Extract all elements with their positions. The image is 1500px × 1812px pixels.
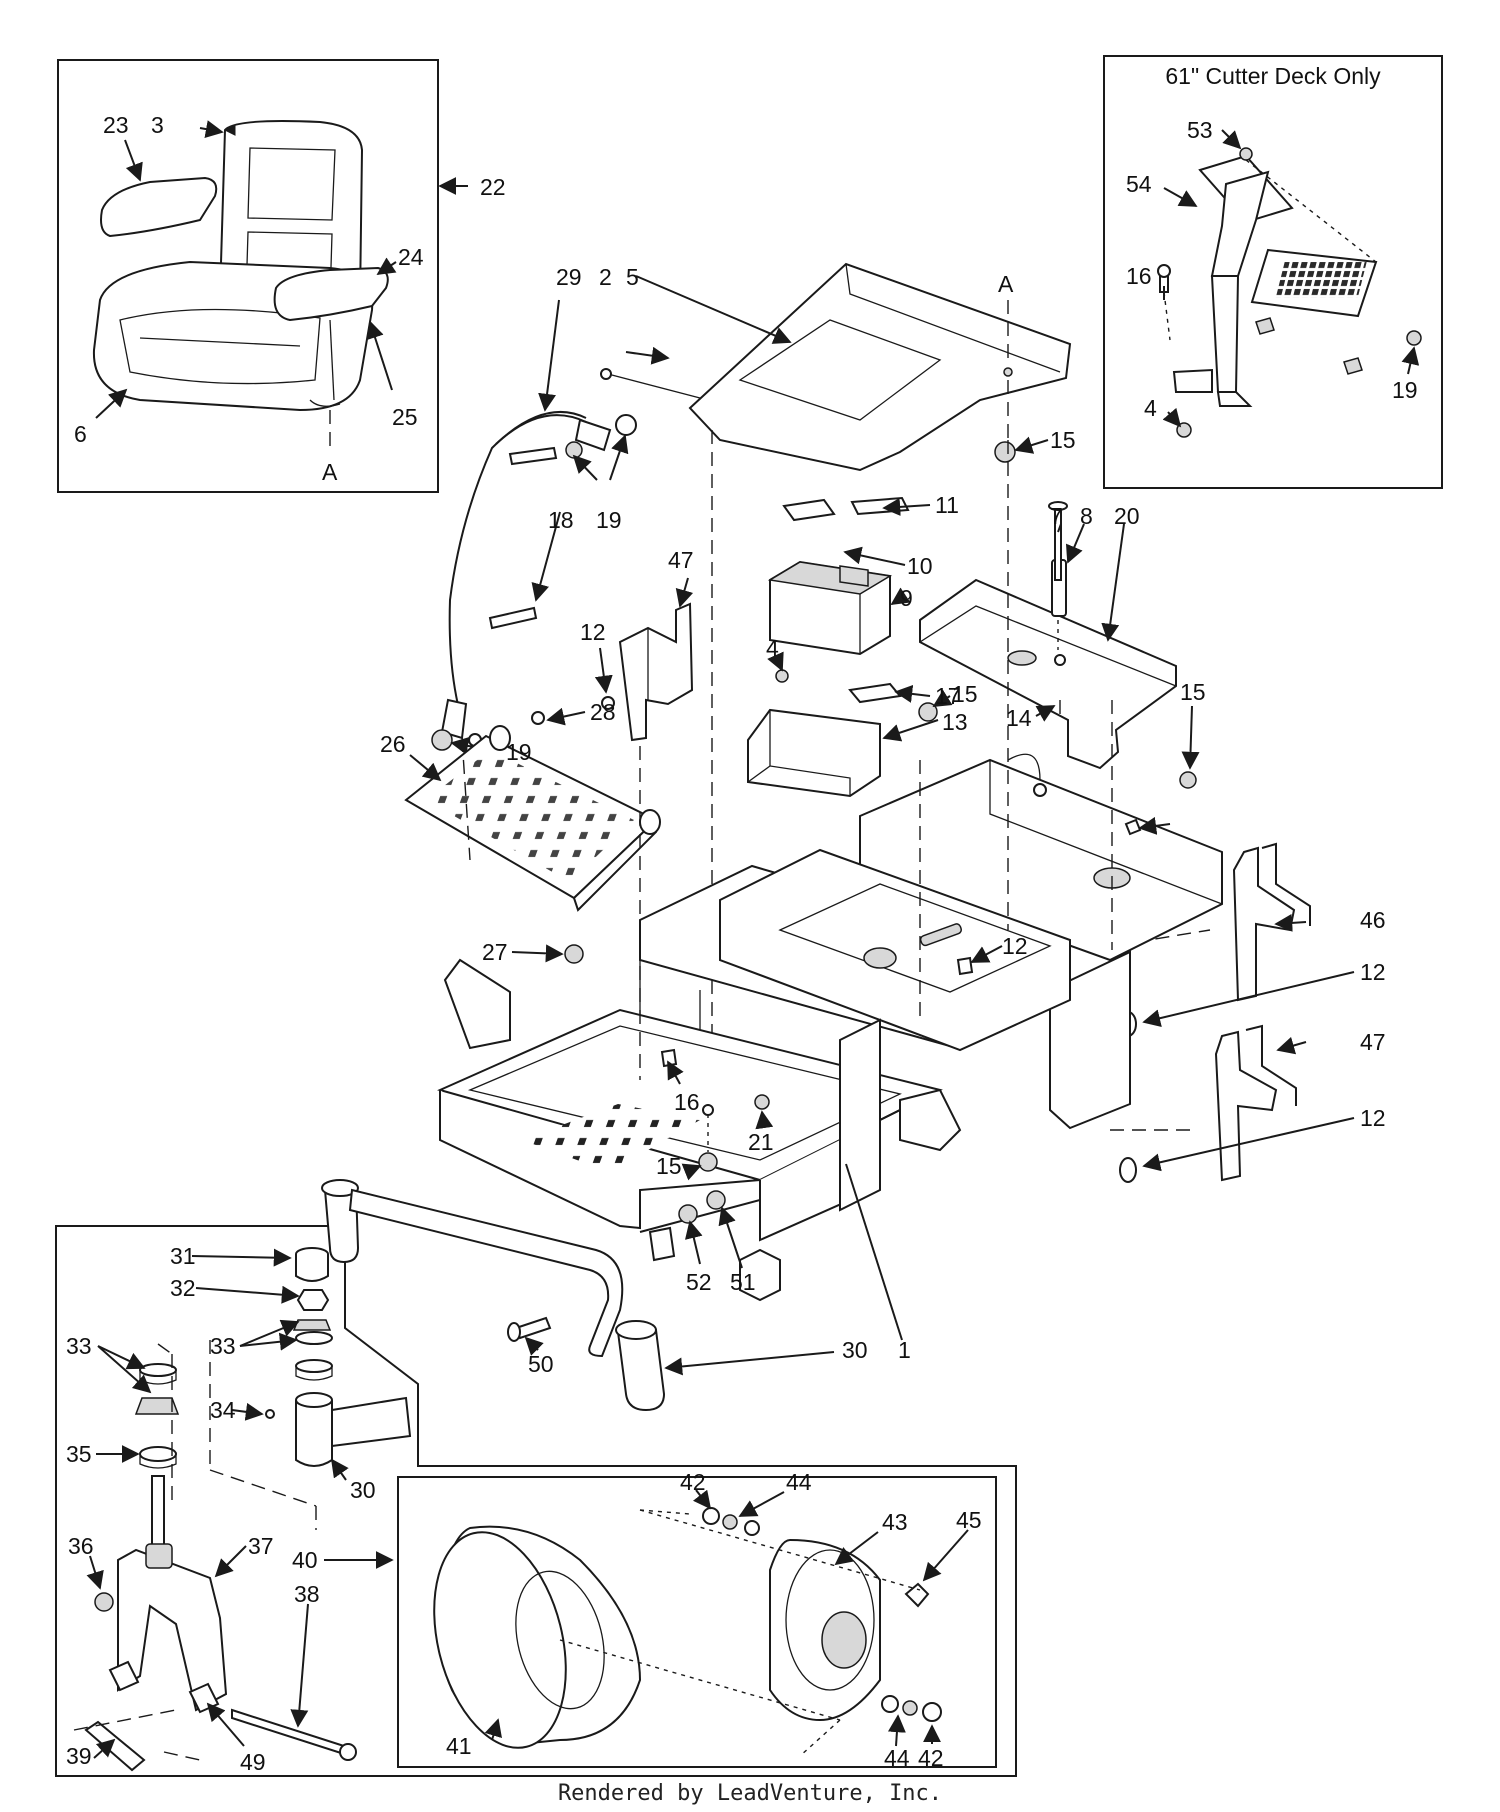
footer-credit: Rendered by LeadVenture, Inc. [558, 1781, 942, 1806]
callout-15-frame: 15 [1180, 679, 1206, 705]
callout-4-deck: 4 [1144, 395, 1157, 421]
callout-2: 2 [599, 264, 612, 290]
callout-46: 46 [1360, 907, 1386, 933]
callout-18: 18 [548, 507, 574, 533]
wheel-drawing [433, 1507, 942, 1749]
callout-31: 31 [170, 1243, 196, 1269]
main-frame-drawing [437, 758, 1223, 1302]
callout-44-upper: 44 [786, 1469, 812, 1495]
foot-plate-drawing [404, 711, 661, 912]
callout-20: 20 [1114, 503, 1140, 529]
callout-43: 43 [882, 1509, 908, 1535]
callout-9: 9 [900, 585, 913, 611]
callout-34: 34 [210, 1397, 236, 1423]
callout-40: 40 [292, 1547, 318, 1573]
callout-51: 51 [730, 1269, 756, 1295]
callout-38: 38 [294, 1581, 320, 1607]
front-axle-drawing [321, 1179, 666, 1412]
callout-15-tray: 15 [952, 681, 978, 707]
callout-16-deck: 16 [1126, 263, 1152, 289]
callout-35: 35 [66, 1441, 92, 1467]
callout-17: 17 [935, 683, 961, 709]
callout-12-right-upper: 12 [1360, 959, 1386, 985]
wheel-inset-box [397, 1476, 997, 1768]
callout-21: 21 [748, 1129, 774, 1155]
callout-a-seat: A [322, 459, 338, 485]
callout-5: 5 [626, 264, 639, 290]
callout-54: 54 [1126, 171, 1152, 197]
callout-52: 52 [686, 1269, 712, 1295]
callout-19-deck: 19 [1392, 377, 1418, 403]
callout-8: 8 [1080, 503, 1093, 529]
callout-39: 39 [66, 1743, 92, 1769]
callout-50: 50 [528, 1351, 554, 1377]
callout-12-frame: 12 [1002, 933, 1028, 959]
callout-4-tray: 4 [766, 635, 779, 661]
callout-13: 13 [942, 709, 968, 735]
seat-inset-box [57, 59, 439, 493]
callout-53: 53 [1187, 117, 1213, 143]
seat-plate-drawing [688, 262, 1072, 472]
callout-19-lower: 19 [506, 739, 532, 765]
battery-drawing [747, 496, 910, 798]
callout-49: 49 [240, 1749, 266, 1775]
callout-28: 28 [590, 699, 616, 725]
callout-3: 3 [151, 112, 164, 138]
caster-drawing [84, 1247, 412, 1772]
callout-44-lower: 44 [884, 1745, 910, 1771]
callout-30-axle: 30 [842, 1337, 868, 1363]
footrest-drawing [1157, 147, 1422, 438]
callout-15-front: 15 [656, 1153, 682, 1179]
callout-a-plate: A [998, 271, 1014, 297]
callout-42-upper: 42 [680, 1469, 706, 1495]
callout-45: 45 [956, 1507, 982, 1533]
callout-27: 27 [482, 939, 508, 965]
callout-1: 1 [898, 1337, 911, 1363]
callout-25: 25 [392, 404, 418, 430]
callout-42-lower: 42 [918, 1745, 944, 1771]
callout-33-left: 33 [66, 1333, 92, 1359]
callout-10: 10 [907, 553, 933, 579]
callout-37: 37 [248, 1533, 274, 1559]
callout-26: 26 [380, 731, 406, 757]
callout-30-caster: 30 [350, 1477, 376, 1503]
callout-22: 22 [480, 174, 506, 200]
callout-12-right-lower: 12 [1360, 1105, 1386, 1131]
callout-33-right: 33 [210, 1333, 236, 1359]
callout-6: 6 [74, 421, 87, 447]
inset-title: 61" Cutter Deck Only [1165, 63, 1381, 89]
callout-19-harness: 19 [596, 507, 622, 533]
callout-47-right: 47 [1360, 1029, 1386, 1055]
callout-15-plate: 15 [1050, 427, 1076, 453]
callout-16-frame: 16 [674, 1089, 700, 1115]
callout-11: 11 [935, 492, 959, 518]
callout-14: 14 [1006, 705, 1032, 731]
brackets-drawing [601, 602, 1311, 1183]
callout-12-left: 12 [580, 619, 606, 645]
callout-36: 36 [68, 1533, 94, 1559]
cutter-deck-inset-box [1103, 55, 1443, 489]
callout-7: 7 [1050, 503, 1063, 529]
callout-47-left: 47 [668, 547, 694, 573]
callout-32: 32 [170, 1275, 196, 1301]
callout-29: 29 [556, 264, 582, 290]
callout-24: 24 [398, 244, 424, 270]
callout-41: 41 [446, 1733, 472, 1759]
callout-23: 23 [103, 112, 129, 138]
seat-drawing [92, 120, 389, 412]
callout-labels: 23 3 22 24 6 25 A 53 54 16 4 19 29 2 5 A… [66, 112, 1418, 1775]
